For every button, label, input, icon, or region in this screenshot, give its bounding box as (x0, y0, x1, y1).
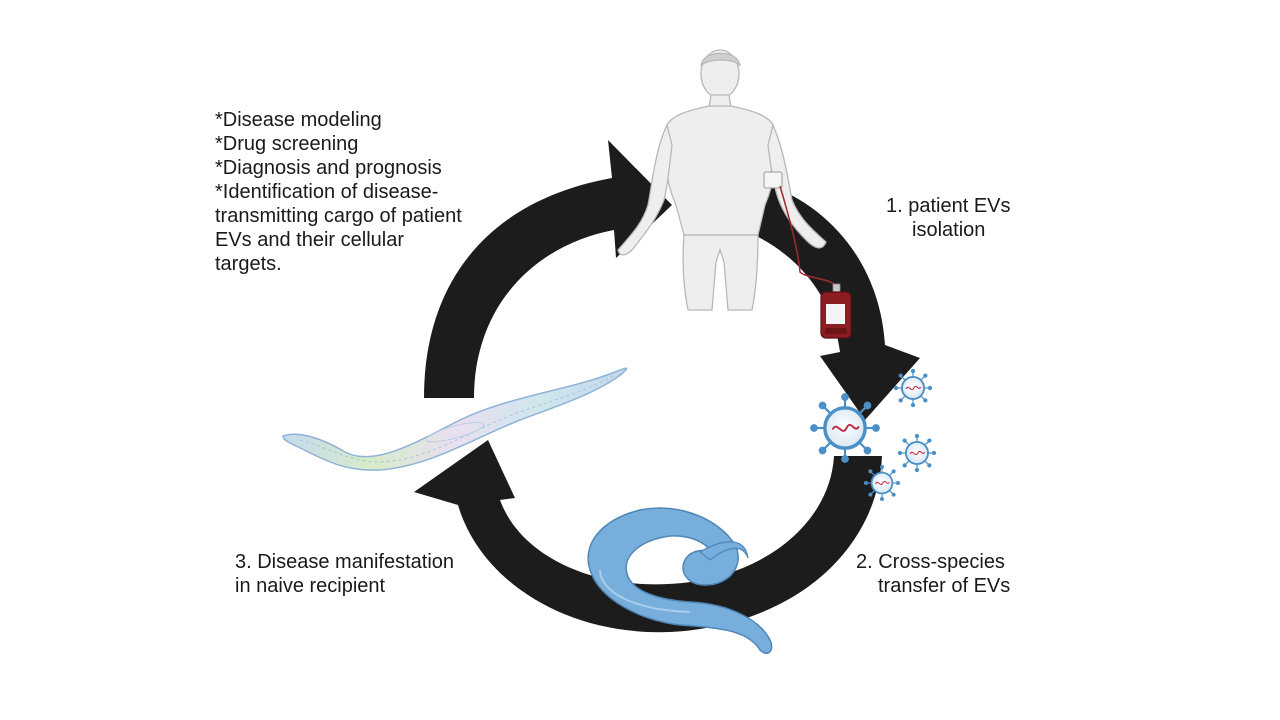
transparent-worm-icon (282, 367, 628, 471)
human-body-icon (617, 49, 827, 311)
step-2-line-1: 2. Cross-species (856, 551, 1005, 573)
step-3-line-2: in naive recipient (235, 575, 386, 597)
step-1-label: 1. patient EVs isolation (886, 194, 1011, 242)
step-1-line-2: isolation (912, 219, 986, 241)
step-1-line-1: 1. patient EVs (886, 195, 1011, 217)
application-item: targets. (215, 253, 282, 275)
step-2-label: 2. Cross-species transfer of EVs (856, 550, 1010, 598)
application-item: *Drug screening (215, 133, 359, 155)
nematode-worm-icon (587, 507, 773, 654)
blood-bag-icon (763, 171, 852, 339)
arrow-recipient-to-patient (424, 140, 672, 398)
application-item: EVs and their cellular (215, 229, 404, 251)
arrow-transfer-to-recipient (414, 440, 882, 633)
application-item: *Diagnosis and prognosis (215, 157, 442, 179)
application-item: *Identification of disease- (215, 181, 439, 203)
application-item: transmitting cargo of patient (215, 205, 462, 227)
step-2-line-2: transfer of EVs (878, 575, 1011, 597)
applications-list: *Disease modeling *Drug screening *Diagn… (215, 108, 462, 276)
step-3-label: 3. Disease manifestation in naive recipi… (235, 550, 454, 598)
application-item: *Disease modeling (215, 109, 382, 131)
cycle-arrow-icon (414, 140, 920, 633)
step-3-line-1: 3. Disease manifestation (235, 551, 455, 573)
